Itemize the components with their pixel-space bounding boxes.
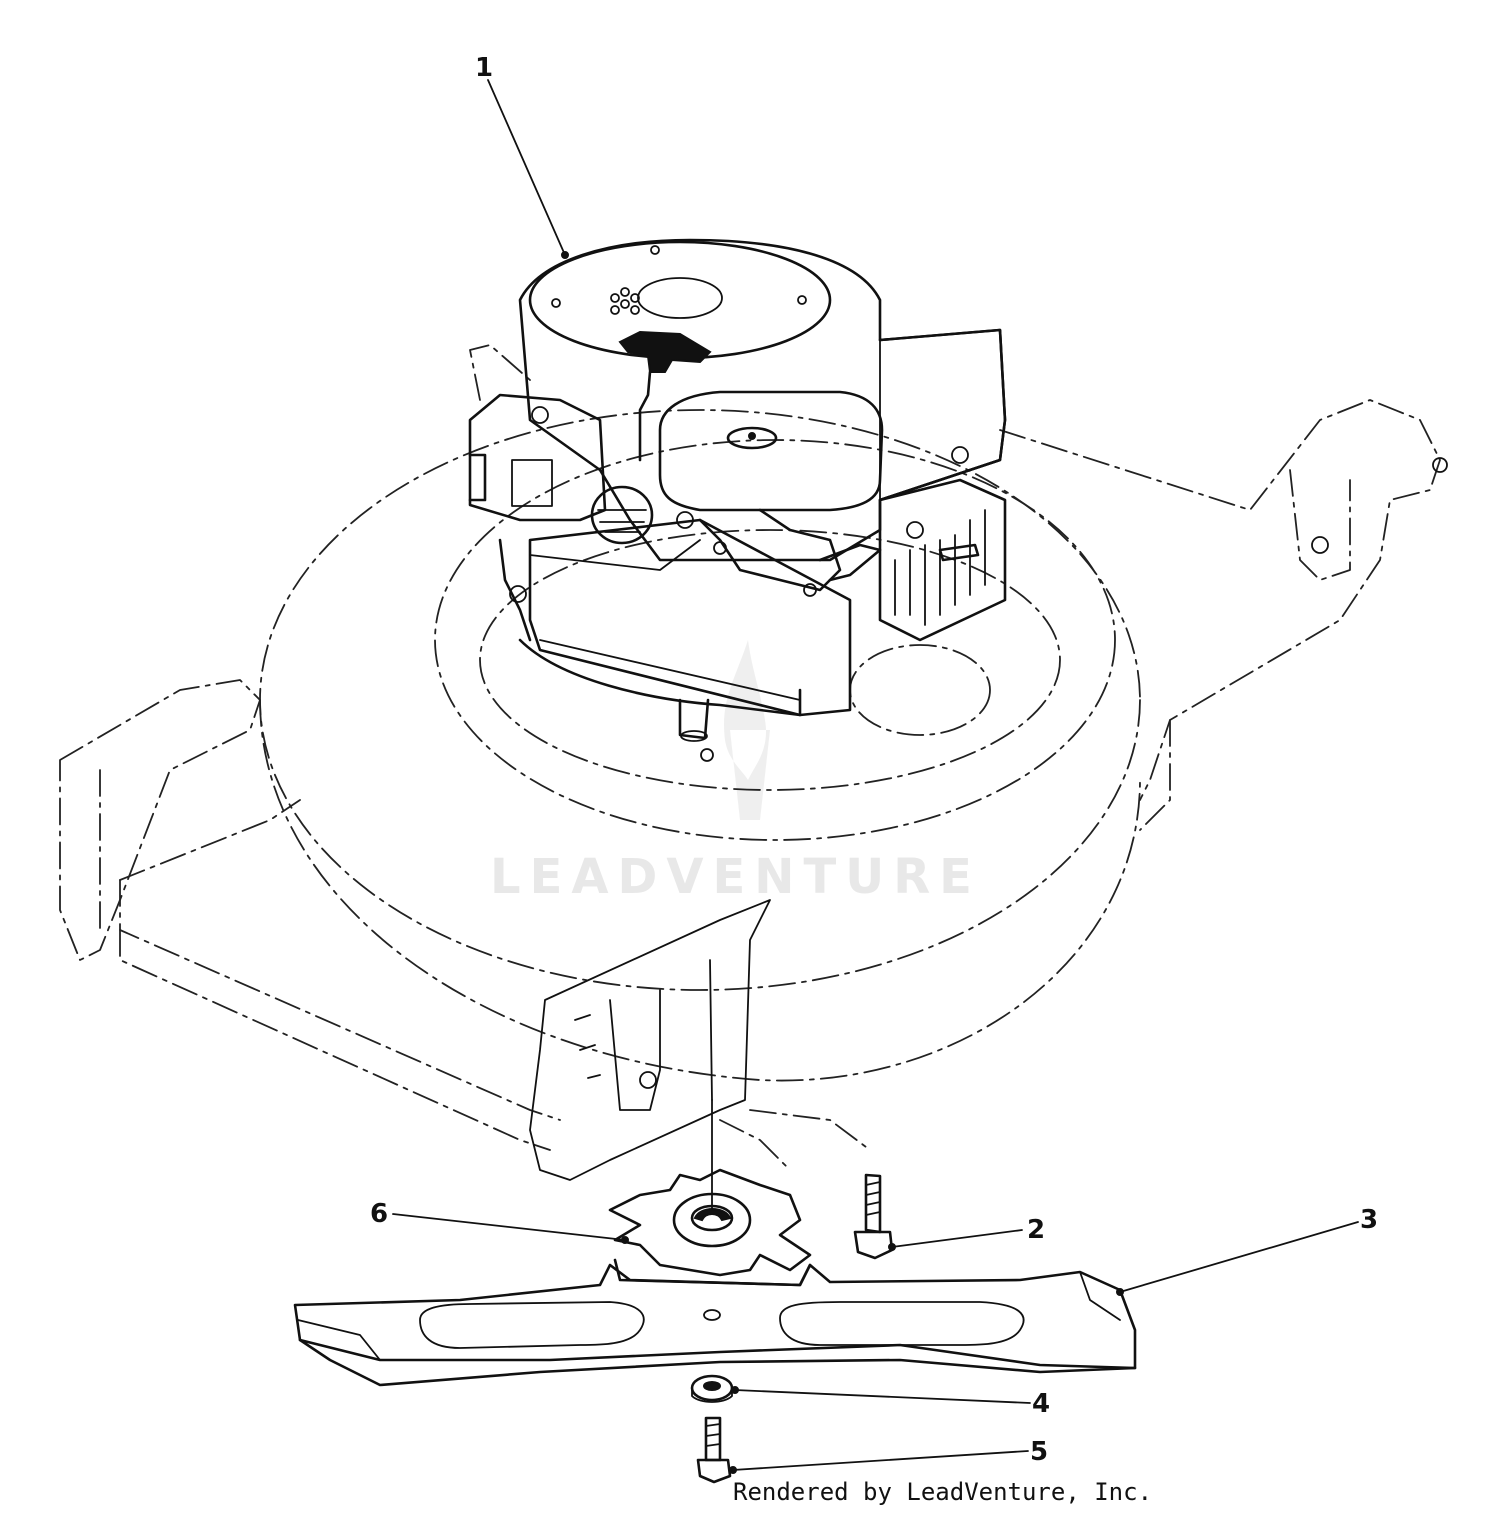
engine-carburetor-bolt-2 xyxy=(803,583,817,597)
center-bolt xyxy=(696,1416,732,1484)
engine-fuel-cap xyxy=(590,485,654,545)
deck-rear-edge xyxy=(1139,719,1171,831)
leader-line-3 xyxy=(1119,1221,1359,1293)
blade-right-tip xyxy=(1079,1271,1121,1321)
deck-right-arm-inner xyxy=(1289,469,1351,581)
washer-side xyxy=(691,1387,733,1403)
blade-adapter-body xyxy=(608,1168,812,1277)
engine-bolt-left xyxy=(551,298,561,308)
washer-inner xyxy=(703,1381,721,1391)
deck-chute-opening xyxy=(849,644,991,736)
callout-5: 5 xyxy=(1030,1437,1048,1467)
engine-left-bolt xyxy=(531,406,549,424)
engine-carburetor xyxy=(698,508,842,592)
callout-4: 4 xyxy=(1032,1389,1050,1419)
engine-fuel-cap-ribs xyxy=(597,509,647,533)
blade-bolt-head xyxy=(853,1230,894,1260)
engine-air-cleaner-knob-center xyxy=(748,432,756,440)
deck-spindle-line xyxy=(709,959,713,1101)
deck-front-arm-slot xyxy=(609,989,661,1111)
deck-front-arm-notches xyxy=(574,1014,601,1079)
deck-left-arm xyxy=(59,679,261,961)
engine-crankshaft-end xyxy=(680,730,708,742)
engine-starter-handle xyxy=(618,330,712,373)
deck-front-arm xyxy=(529,899,771,1181)
blade-right-slot xyxy=(779,1301,1025,1346)
leader-line-1 xyxy=(487,79,566,256)
leader-line-2 xyxy=(891,1229,1023,1248)
callout-6: 6 xyxy=(370,1199,388,1229)
watermark-text: LEADVENTURE xyxy=(490,849,981,905)
blade-bolt xyxy=(853,1173,894,1260)
callout-3: 3 xyxy=(1360,1205,1378,1235)
blade-adapter xyxy=(608,1099,812,1287)
blade-lower-edge xyxy=(298,1338,1137,1387)
engine-left-housing xyxy=(468,393,607,522)
blade-bolt-threads xyxy=(865,1181,881,1216)
leader-line-5 xyxy=(732,1450,1029,1471)
engine-left-fitting-bolt xyxy=(509,585,527,603)
callout-2: 2 xyxy=(1027,1215,1045,1245)
deck-rear-top xyxy=(469,344,531,401)
engine-air-cleaner xyxy=(658,390,884,512)
blade-left-tip xyxy=(297,1319,381,1361)
engine-mount-flange xyxy=(518,638,802,717)
footer-credit: Rendered by LeadVenture, Inc. xyxy=(733,1478,1152,1506)
blade-adapter-key-icon xyxy=(693,1208,732,1222)
engine-fuel-tank-lip-2 xyxy=(539,639,801,701)
deck-front-arm-hole xyxy=(639,1071,657,1089)
engine-fuel-tank xyxy=(528,518,852,717)
alignment-line-a xyxy=(749,1109,871,1151)
blade xyxy=(293,1263,1137,1387)
engine-left-fitting xyxy=(498,538,532,642)
mower-deck xyxy=(59,344,1448,1181)
center-bolt-head xyxy=(696,1458,732,1484)
engine-fuel-tank-lip xyxy=(529,539,701,571)
engine-cylinder-bolt-2 xyxy=(906,521,924,539)
blade-body xyxy=(293,1263,1137,1370)
engine-screen-grid-icon xyxy=(610,287,640,315)
engine-left-window xyxy=(511,459,553,507)
deck-left-front-edge xyxy=(119,879,561,1121)
engine-throttle-lever xyxy=(818,543,882,582)
blade-left-slot xyxy=(419,1301,645,1349)
blade-center-hole xyxy=(703,1309,721,1321)
watermark: LEADVENTURE xyxy=(490,640,981,905)
center-bolt-threads xyxy=(705,1423,721,1447)
washer xyxy=(690,1374,734,1403)
leader-line-4 xyxy=(734,1389,1031,1404)
leader-lines xyxy=(392,79,1359,1474)
engine-spark-plug xyxy=(938,543,980,562)
deck-right-hole-2 xyxy=(1432,457,1448,473)
engine-bolt-top xyxy=(650,245,660,255)
alignment-line-b xyxy=(719,1119,791,1171)
deck-left-front-edge-2 xyxy=(119,929,551,1151)
engine-starter-rope xyxy=(638,370,652,462)
callouts: 1 2 3 4 5 6 xyxy=(370,53,1378,1467)
engine-bolt-right xyxy=(797,295,807,305)
engine-bolt-mid xyxy=(676,511,694,529)
engine xyxy=(468,238,1007,762)
leader-line-6 xyxy=(392,1213,626,1241)
engine-cooling-fins xyxy=(894,509,986,626)
deck-recess xyxy=(479,529,1061,791)
deck-left-front-top xyxy=(119,799,301,881)
engine-lower-bolt xyxy=(700,748,714,762)
engine-carburetor-bolt xyxy=(713,541,727,555)
deck-dome-rim xyxy=(259,699,1141,1082)
engine-cylinder xyxy=(878,478,1007,642)
engine-crankshaft xyxy=(678,698,710,740)
deck-right-arm xyxy=(999,399,1441,801)
engine-air-cleaner-knob xyxy=(726,426,778,450)
engine-flywheel-cap xyxy=(637,277,723,319)
watermark-logo-icon xyxy=(724,640,770,820)
callout-1: 1 xyxy=(475,53,493,83)
engine-left-tab xyxy=(468,453,487,502)
engine-cylinder-bolt xyxy=(951,446,969,464)
engine-side-panel xyxy=(878,328,1007,502)
deck-right-hole xyxy=(1311,536,1329,554)
